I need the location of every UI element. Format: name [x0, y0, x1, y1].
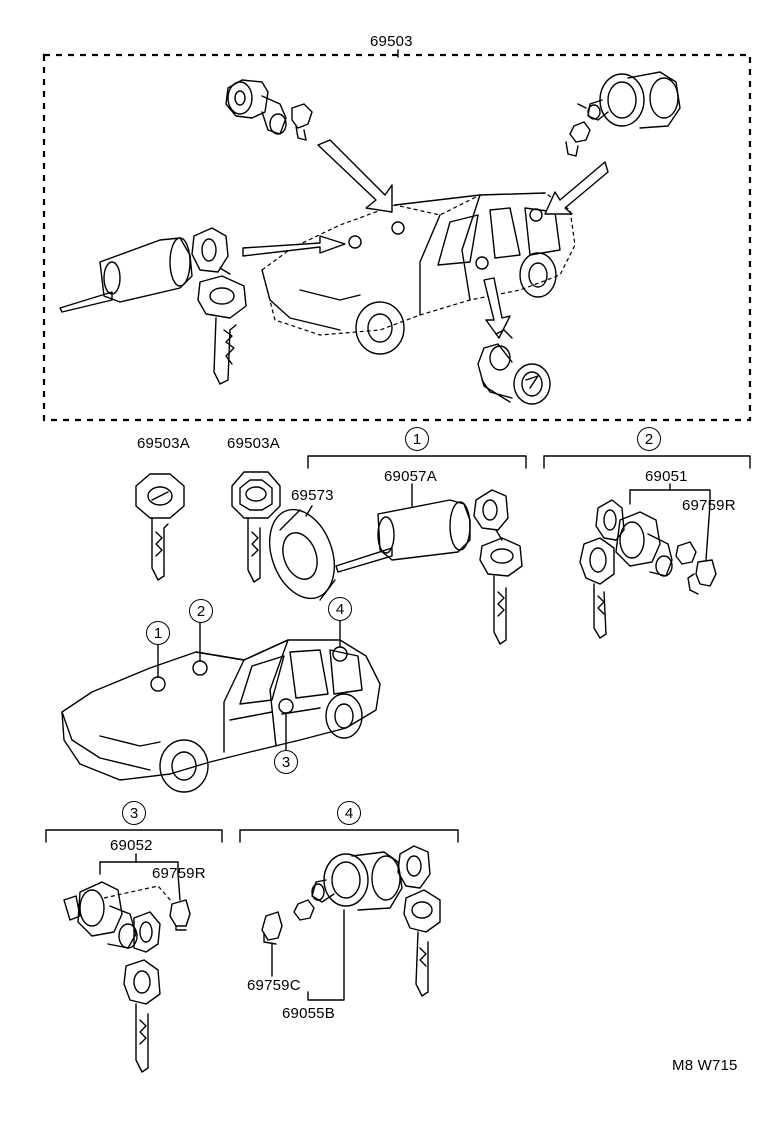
label-rear-door-cylinder: 69052	[110, 837, 153, 854]
callout-2-header: 2	[637, 427, 661, 451]
callout-4-header: 4	[337, 801, 361, 825]
front-door-cylinder-69051	[579, 499, 697, 639]
ignition-cylinder-top	[59, 227, 247, 385]
callout-4-car: 4	[328, 597, 352, 621]
callout-2-car: 2	[189, 599, 213, 623]
label-ref-code: M8 W715	[672, 1057, 738, 1074]
label-washer: 69573	[291, 487, 334, 504]
bracket-3	[45, 829, 223, 843]
label-key-right: 69503A	[227, 435, 280, 452]
label-ignition-cylinder: 69057A	[384, 468, 437, 485]
label-front-door-clip: 69759R	[682, 497, 736, 514]
car-illustration-bottom	[61, 639, 381, 793]
clip-69759c	[261, 911, 283, 945]
bracket-4	[239, 829, 459, 843]
callout-3-header: 3	[122, 801, 146, 825]
washer-69573	[269, 505, 336, 601]
back-door-cylinder-top-right	[565, 71, 681, 157]
label-back-door-cylinder: 69055B	[282, 1005, 335, 1022]
bracket-1	[307, 455, 527, 469]
key-69503a-right	[231, 471, 281, 583]
key-69503a-left	[135, 473, 185, 581]
door-cylinder-top-bottom	[477, 329, 551, 405]
leader-69759r-front	[705, 503, 711, 561]
label-key-left: 69503A	[137, 435, 190, 452]
clip-69759r-rear	[169, 899, 191, 931]
bracket-69052	[99, 861, 179, 875]
pointer-arrows	[242, 139, 609, 339]
rear-door-cylinder-69052	[63, 881, 161, 1073]
door-lock-cylinder-top-left	[225, 79, 313, 141]
bracket-69055b	[307, 909, 345, 1001]
label-rear-door-clip: 69759R	[152, 865, 206, 882]
clip-69759r-front	[687, 559, 717, 595]
label-back-door-clip: 69759C	[247, 977, 301, 994]
leader-69759r-rear	[177, 873, 181, 901]
car-illustration-top	[261, 192, 576, 355]
label-assembly: 69503	[370, 33, 413, 50]
callout-1-car: 1	[146, 621, 170, 645]
callout-1-header: 1	[405, 427, 429, 451]
assembly-dashed-box	[42, 53, 752, 422]
bracket-2	[543, 455, 751, 469]
label-front-door-cylinder: 69051	[645, 468, 688, 485]
ignition-cylinder-69057a	[335, 489, 523, 645]
back-door-cylinder-69055b	[293, 845, 441, 997]
callout-3-car: 3	[274, 750, 298, 774]
